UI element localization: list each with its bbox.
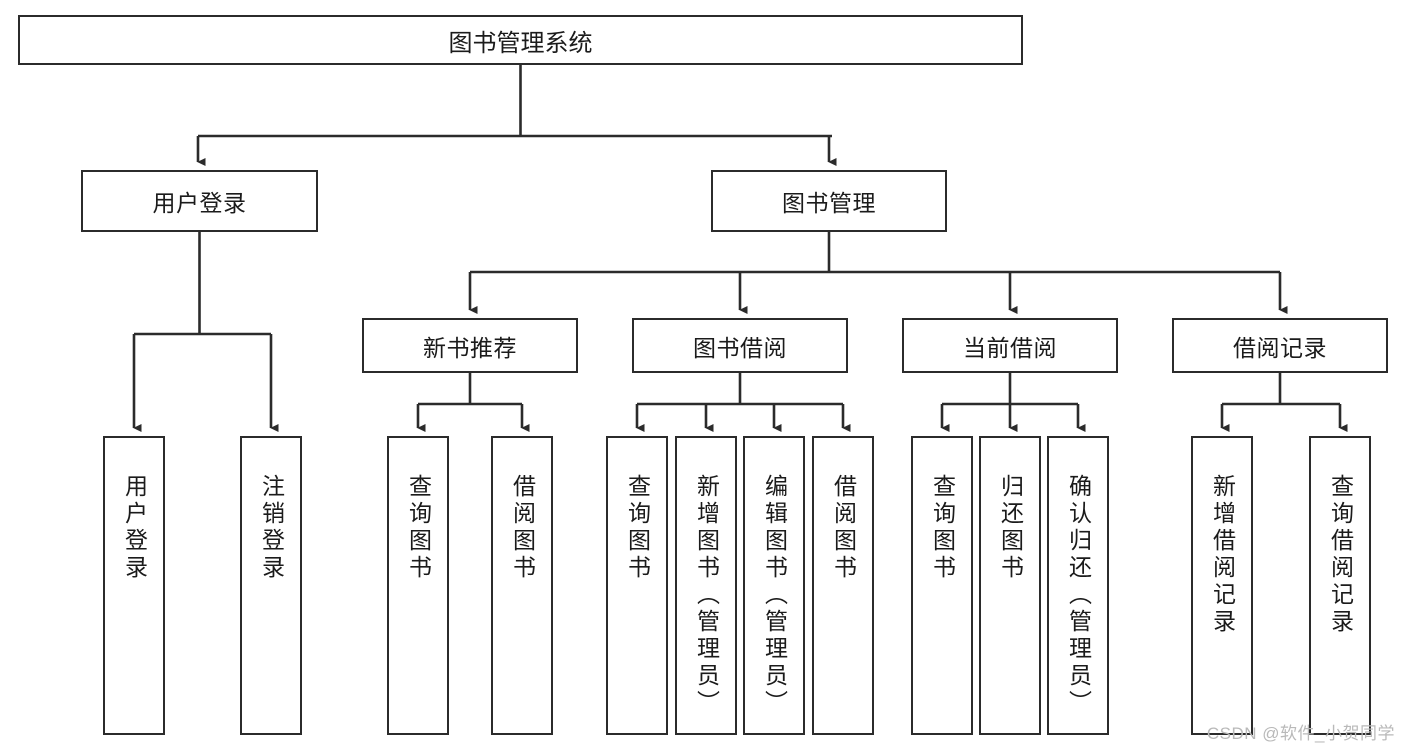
node-label: 查询图书 [624,474,651,582]
leaf-edit-book-admin[interactable]: 编辑图书（管理员） [743,436,805,735]
node-label: 归还图书 [997,474,1024,582]
node-label: 确认归还（管理员） [1065,474,1092,717]
leaf-query-borrow-record[interactable]: 查询借阅记录 [1309,436,1371,735]
leaf-add-borrow-record[interactable]: 新增借阅记录 [1191,436,1253,735]
node-label: 用户登录 [121,474,148,582]
node-root-system[interactable]: 图书管理系统 [18,15,1023,65]
node-label: 查询借阅记录 [1327,474,1354,636]
leaf-return-book[interactable]: 归还图书 [979,436,1041,735]
node-label: 注销登录 [258,474,285,582]
node-borrow-record[interactable]: 借阅记录 [1172,318,1388,373]
leaf-add-book-admin[interactable]: 新增图书（管理员） [675,436,737,735]
node-current-borrow[interactable]: 当前借阅 [902,318,1118,373]
node-label: 当前借阅 [963,334,1057,361]
node-label: 用户登录 [152,190,247,216]
node-label: 借阅图书 [509,474,536,582]
node-label: 图书借阅 [693,334,787,361]
leaf-query-book-recommend[interactable]: 查询图书 [387,436,449,735]
node-label: 新增图书（管理员） [693,474,720,717]
leaf-borrow-book[interactable]: 借阅图书 [812,436,874,735]
leaf-borrow-book-recommend[interactable]: 借阅图书 [491,436,553,735]
node-label: 查询图书 [405,474,432,582]
node-label: 借阅记录 [1233,334,1327,361]
leaf-user-login[interactable]: 用户登录 [103,436,165,735]
node-label: 图书管理 [782,190,876,216]
leaf-confirm-return-admin[interactable]: 确认归还（管理员） [1047,436,1109,735]
leaf-query-book-current[interactable]: 查询图书 [911,436,973,735]
leaf-query-book-borrow[interactable]: 查询图书 [606,436,668,735]
node-label: 编辑图书（管理员） [761,474,788,717]
node-label: 查询图书 [929,474,956,582]
node-label: 新增借阅记录 [1209,474,1236,636]
leaf-logout[interactable]: 注销登录 [240,436,302,735]
node-new-book-recommend[interactable]: 新书推荐 [362,318,578,373]
watermark: CSDN @软件_小贺同学 [1206,724,1395,743]
node-user-login[interactable]: 用户登录 [81,170,318,232]
node-label: 借阅图书 [830,474,857,582]
node-label: 图书管理系统 [448,29,593,57]
node-book-borrow[interactable]: 图书借阅 [632,318,848,373]
node-label: 新书推荐 [423,334,517,361]
node-book-management[interactable]: 图书管理 [711,170,947,232]
